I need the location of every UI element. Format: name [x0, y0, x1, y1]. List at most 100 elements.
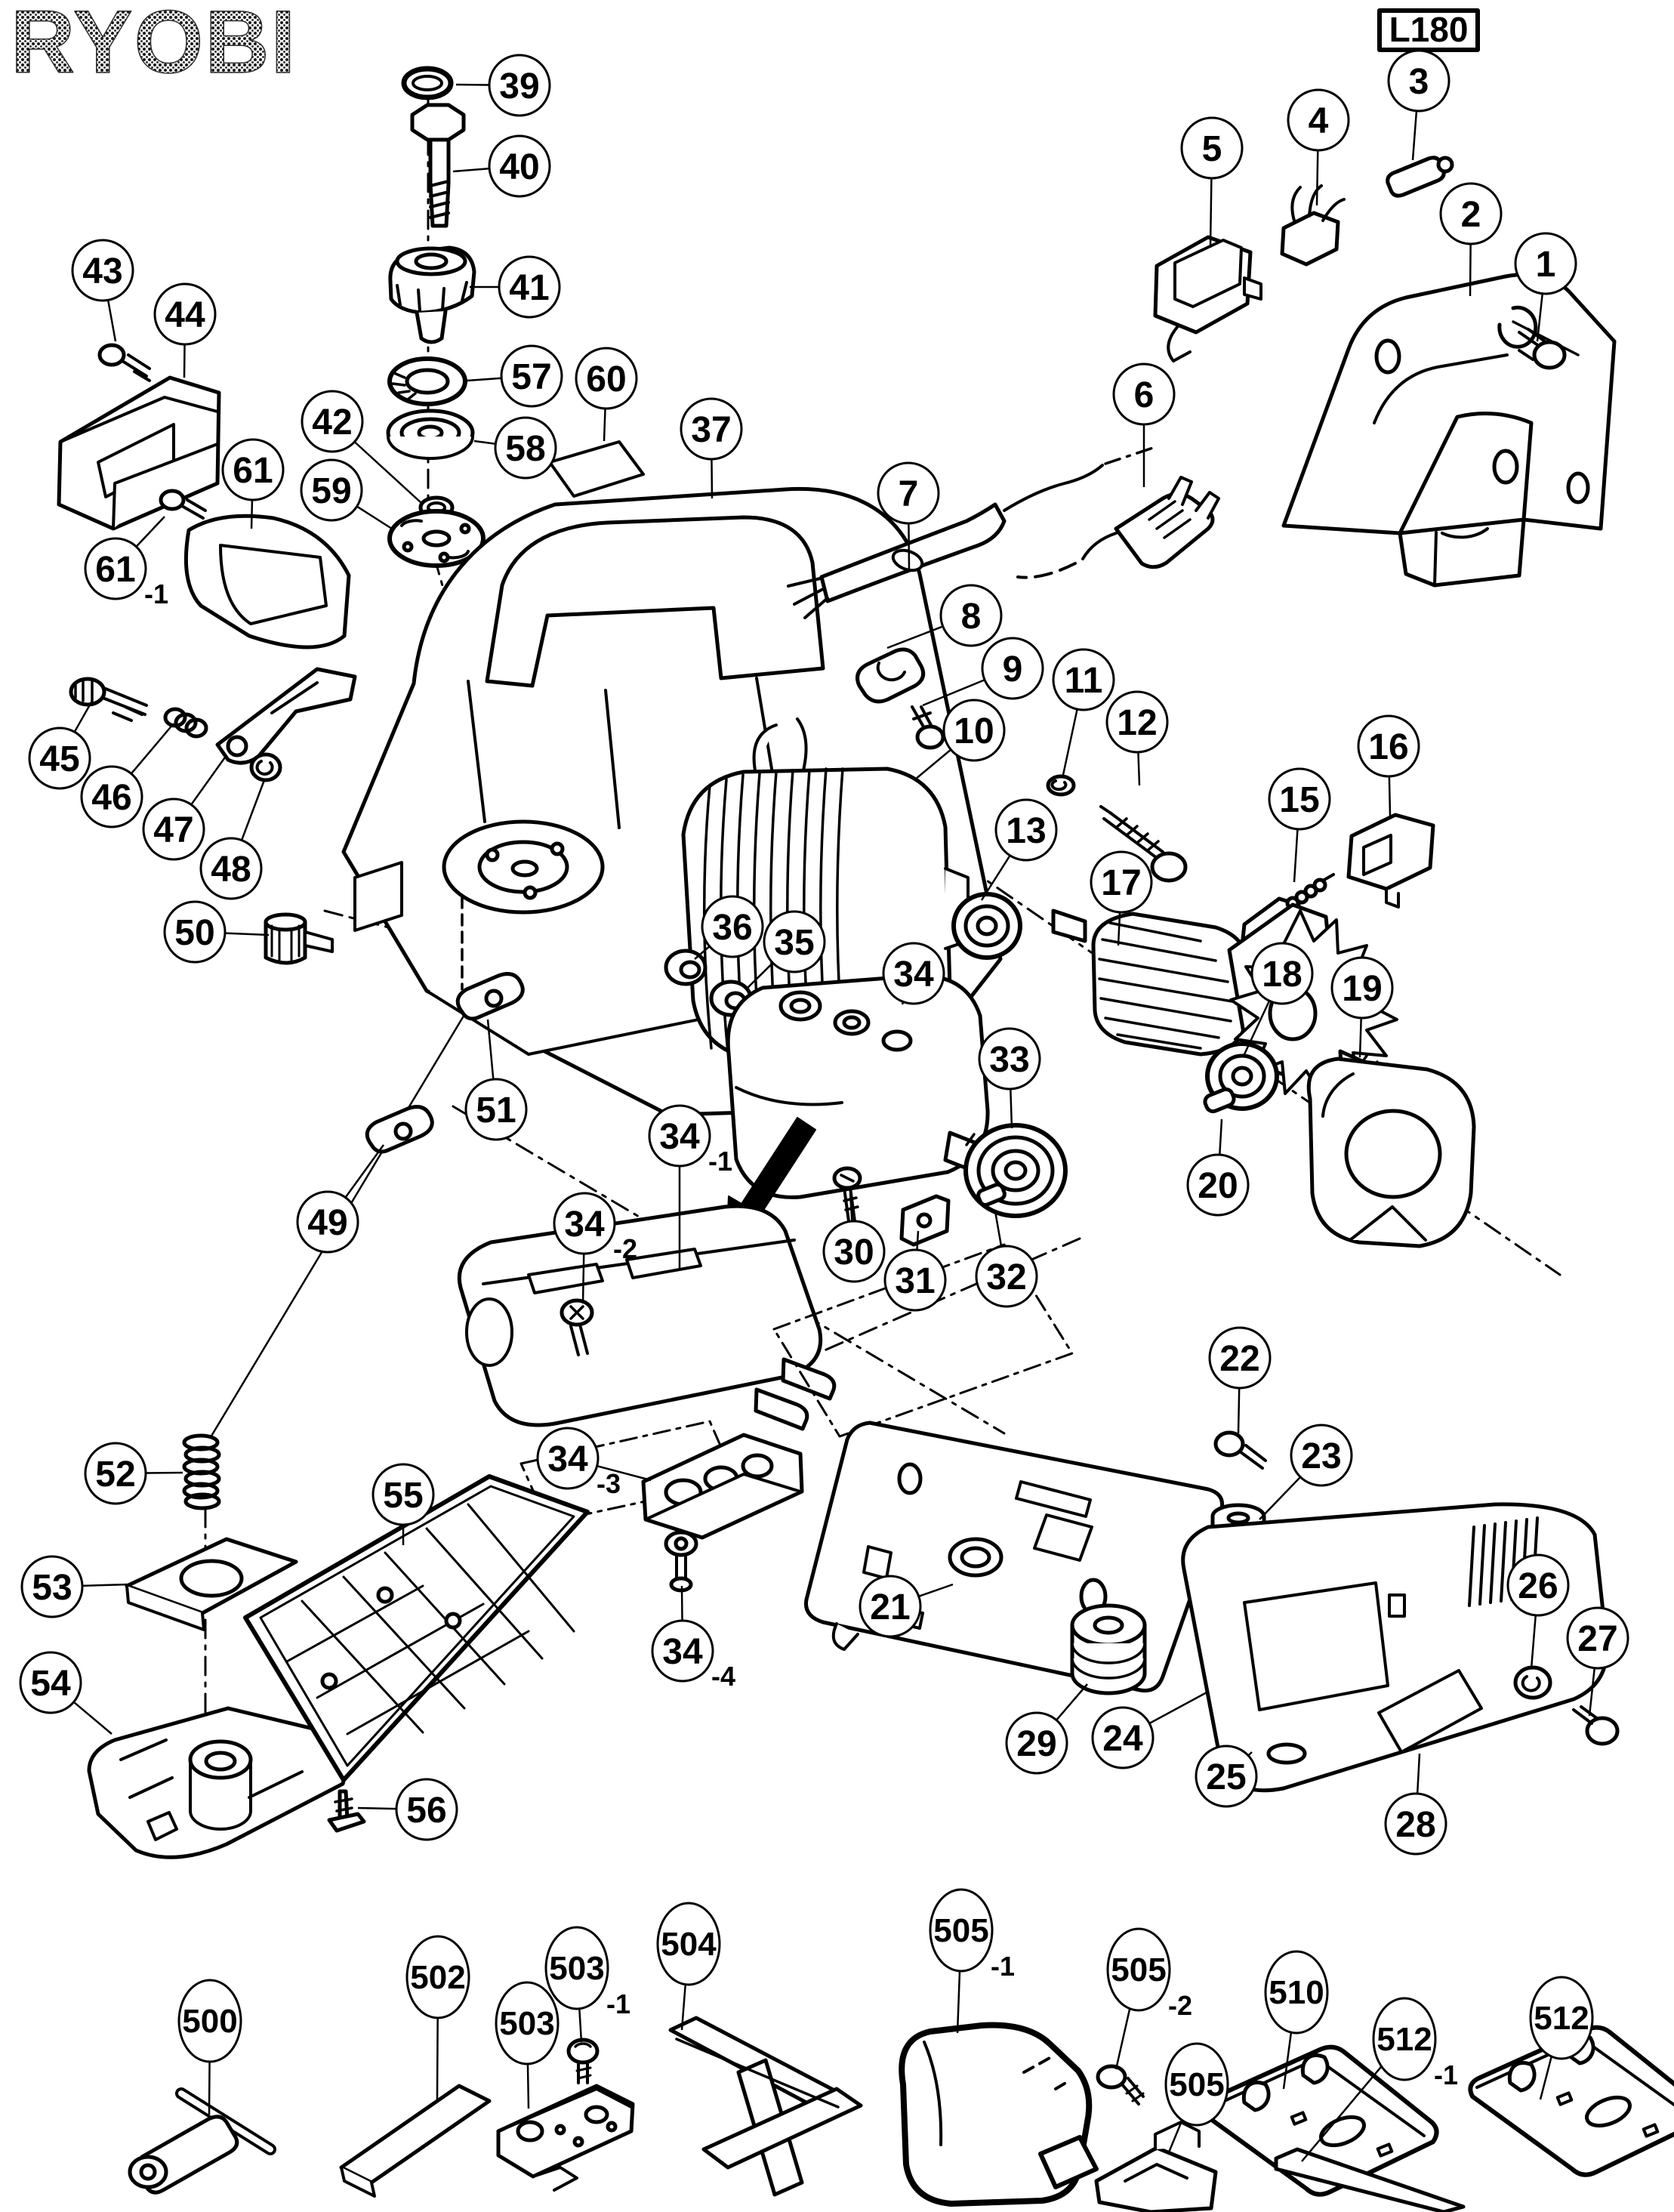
- callout-balloon: [859, 1575, 922, 1638]
- leader-line: [1282, 2032, 1293, 2090]
- callout-number: 29: [1016, 1724, 1056, 1764]
- callout-number: 34: [893, 955, 934, 995]
- callout-number: 503: [549, 1950, 604, 1987]
- callout-balloon: [1290, 1424, 1353, 1487]
- callout-balloon: [648, 1104, 711, 1168]
- callout-balloon: [877, 461, 940, 525]
- callout-number: 37: [691, 410, 731, 450]
- callout-number: 10: [954, 711, 994, 751]
- plug-6: [1016, 476, 1220, 579]
- leader-line: [711, 458, 714, 499]
- callout-37: 37: [680, 397, 743, 499]
- screw-9: [911, 705, 945, 750]
- callout-number: 31: [895, 1261, 935, 1301]
- callout-5: 5: [1180, 116, 1244, 248]
- pin-32: [976, 1182, 1007, 1208]
- callout-45: 45: [28, 700, 94, 790]
- leader-line: [1167, 2120, 1183, 2153]
- callout-number: 61: [233, 451, 273, 491]
- callout-balloon: [553, 1192, 616, 1255]
- callout-23: 23: [1259, 1424, 1353, 1520]
- bolt-45: [69, 677, 148, 722]
- screw-1: [1518, 328, 1567, 370]
- leader-line: [1358, 1017, 1362, 1058]
- callout-54: 54: [19, 1651, 113, 1735]
- callout-balloon: [1106, 1927, 1171, 2012]
- leader-line: [130, 723, 174, 775]
- callout-number: 50: [174, 913, 214, 953]
- leader-line: [1237, 1387, 1241, 1434]
- leader-line: [1209, 177, 1213, 248]
- callout-number: 512: [1377, 2021, 1432, 2058]
- leader-line: [994, 1211, 1003, 1247]
- callout-number: 33: [989, 1040, 1029, 1080]
- callout-53: 53: [20, 1555, 129, 1618]
- callout-48: 48: [199, 779, 266, 900]
- screw-505-2: [1096, 2064, 1145, 2106]
- callout-512: 512: [1529, 1976, 1594, 2100]
- callout-balloon: [28, 727, 91, 790]
- callout-number: 3: [1409, 62, 1429, 102]
- leader-line: [486, 1019, 495, 1080]
- brand-logo: RYOBI: [11, 0, 297, 92]
- callout-balloon: [495, 1981, 560, 2065]
- callout-41: 41: [470, 255, 561, 319]
- callout-17: 17: [1090, 850, 1153, 946]
- switch-5: [1153, 235, 1262, 362]
- cord-clamp-8: [855, 647, 926, 704]
- leader-line: [1530, 1615, 1537, 1670]
- callout-50: 50: [163, 900, 270, 964]
- leader-line: [1536, 293, 1543, 342]
- callout-34-1: 34-1: [648, 1104, 732, 1269]
- callout-balloon: [300, 458, 363, 522]
- screw-34-4: [664, 1530, 698, 1593]
- callout-1: 1: [1514, 232, 1577, 342]
- callout-number: 55: [383, 1476, 423, 1516]
- leader-line: [1062, 708, 1078, 776]
- screw-27: [1572, 1705, 1620, 1746]
- pulley-bearing-33: [963, 1123, 1068, 1218]
- screw-43: [97, 343, 151, 382]
- callout-500: 500: [177, 1979, 242, 2115]
- callout-56: 56: [357, 1778, 458, 1841]
- callout-15: 15: [1268, 767, 1331, 883]
- leader-line: [526, 2063, 530, 2109]
- callout-4: 4: [1287, 88, 1350, 206]
- callout-balloon: [1372, 1997, 1437, 2081]
- callout-balloon: [1330, 956, 1394, 1020]
- callout-number: 60: [586, 359, 626, 400]
- plate-53: [125, 1537, 298, 1631]
- callout-40: 40: [452, 134, 551, 198]
- leader-line: [1301, 2065, 1383, 2162]
- leader-line: [344, 1144, 385, 1199]
- callout-18: 18: [1243, 942, 1314, 1055]
- callout-number: 505: [1111, 1951, 1166, 1988]
- leader-line: [1388, 776, 1392, 816]
- callout-27: 27: [1566, 1606, 1629, 1717]
- blade-holder-503: [496, 2084, 635, 2192]
- callout-7: 7: [877, 461, 940, 570]
- callout-number: 7: [899, 474, 919, 514]
- callout-balloon: [1529, 1976, 1594, 2060]
- callout-3: 3: [1387, 49, 1450, 161]
- callout-balloon: [1091, 1706, 1155, 1769]
- callout-sub-number: -1: [606, 1988, 630, 2019]
- callout-8: 8: [886, 584, 1003, 649]
- gear-knob-41: [388, 245, 476, 344]
- callout-35: 35: [747, 910, 826, 989]
- leader-line: [1315, 150, 1319, 206]
- callout-58: 58: [473, 416, 557, 480]
- callout-balloon: [656, 1902, 721, 1986]
- callout-26: 26: [1506, 1553, 1570, 1670]
- callout-19: 19: [1330, 956, 1394, 1058]
- callout-balloon: [939, 584, 1003, 647]
- clip-51: [455, 972, 525, 1021]
- callout-52: 52: [84, 1442, 183, 1505]
- leader-line: [1219, 1118, 1223, 1155]
- callout-balloon: [296, 1190, 359, 1254]
- spring-52: [182, 1433, 221, 1510]
- callout-51: 51: [464, 1019, 528, 1141]
- callout-number: 19: [1342, 969, 1382, 1009]
- callout-504: 504: [656, 1902, 721, 2031]
